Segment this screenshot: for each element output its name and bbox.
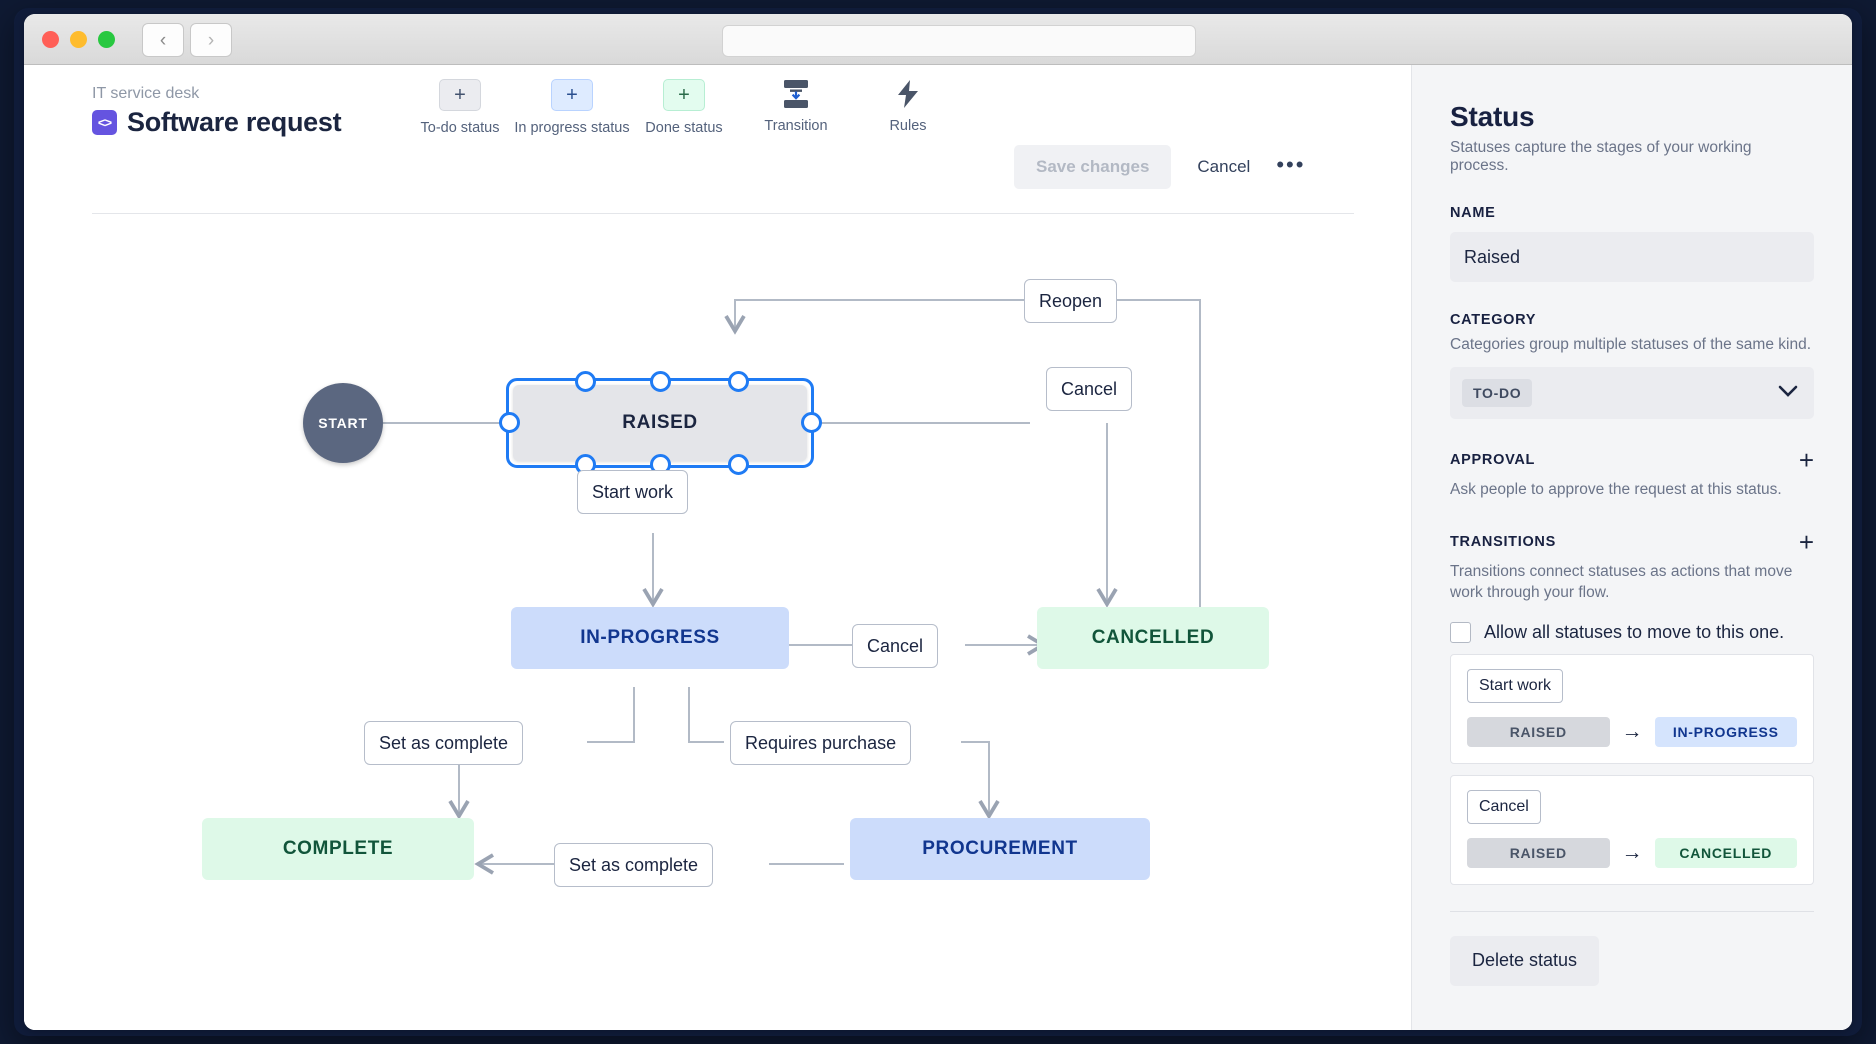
resize-handle-right[interactable] <box>801 412 822 433</box>
code-brackets-icon: <> <box>92 110 117 135</box>
window-controls <box>42 31 115 48</box>
transition-name[interactable]: Start work <box>1467 668 1564 703</box>
allow-all-checkbox[interactable] <box>1450 621 1471 643</box>
tool-rules[interactable]: Rules <box>852 79 964 136</box>
workflow-canvas-area: IT service desk <> Software request + To… <box>24 65 1412 1030</box>
transition-card[interactable]: Start work RAISED → IN-PROGRESS <box>1450 653 1814 764</box>
arrow-right-icon: → <box>1621 841 1643 865</box>
transition-flow: RAISED → CANCELLED <box>1467 837 1797 868</box>
approval-section-header: APPROVAL + <box>1450 447 1814 473</box>
category-field-label: CATEGORY <box>1450 312 1537 328</box>
category-help-text: Categories group multiple statuses of th… <box>1450 336 1811 353</box>
resize-handle-left[interactable] <box>499 412 520 433</box>
breadcrumb: IT service desk <box>92 85 200 102</box>
arrow-right-icon: → <box>1621 720 1643 744</box>
add-transition-icon[interactable]: + <box>1798 526 1814 557</box>
transitions-help-text: Transitions connect statuses as actions … <box>1450 562 1793 601</box>
resize-handle-top-right[interactable] <box>728 371 749 392</box>
allow-all-statuses-row[interactable]: Allow all statuses to move to this one. <box>1450 621 1814 643</box>
delete-status-button[interactable]: Delete status <box>1450 935 1600 986</box>
edge-label-requires-purchase[interactable]: Requires purchase <box>730 721 912 765</box>
node-start[interactable]: START <box>303 383 383 463</box>
minimize-button[interactable] <box>70 31 87 48</box>
status-details-panel: Status Statuses capture the stages of yo… <box>1411 65 1852 1030</box>
more-options-icon[interactable]: ••• <box>1276 152 1306 177</box>
close-button[interactable] <box>42 31 59 48</box>
category-badge: TO-DO <box>1462 378 1533 407</box>
tool-add-todo-status[interactable]: + To-do status <box>404 79 516 136</box>
transition-from-status: RAISED <box>1467 716 1610 747</box>
plus-icon: + <box>439 79 481 111</box>
transition-card[interactable]: Cancel RAISED → CANCELLED <box>1450 774 1814 885</box>
transition-icon <box>779 79 813 109</box>
tool-label: In progress status <box>514 120 630 136</box>
tool-label: Done status <box>645 120 723 136</box>
category-select[interactable]: TO-DO <box>1450 366 1814 419</box>
approval-help-text: Ask people to approve the request at thi… <box>1450 480 1782 498</box>
nav-buttons: ‹ › <box>142 23 232 57</box>
title-bar: ‹ › <box>24 14 1852 65</box>
tool-add-done-status[interactable]: + Done status <box>628 79 740 136</box>
panel-subtitle: Statuses capture the stages of your work… <box>1450 139 1752 174</box>
panel-title: Status <box>1450 101 1535 132</box>
tool-label: Transition <box>764 118 828 134</box>
node-raised[interactable]: RAISED <box>513 385 807 461</box>
page-title: Software request <box>127 107 342 137</box>
resize-handle-bottom-right[interactable] <box>728 454 749 475</box>
plus-icon: + <box>663 79 705 111</box>
resize-handle-top-center[interactable] <box>650 371 671 392</box>
transition-name[interactable]: Cancel <box>1467 789 1541 824</box>
lightning-icon <box>895 79 921 109</box>
chevron-down-icon <box>1778 383 1798 402</box>
status-name-input[interactable]: Raised <box>1450 232 1814 282</box>
node-procurement[interactable]: PROCUREMENT <box>850 818 1150 880</box>
transition-flow: RAISED → IN-PROGRESS <box>1467 716 1797 747</box>
tool-transition[interactable]: Transition <box>740 79 852 136</box>
node-in-progress[interactable]: IN-PROGRESS <box>511 607 789 669</box>
app-header: IT service desk <> Software request + To… <box>24 65 1412 214</box>
transition-from-status: RAISED <box>1467 837 1610 868</box>
node-cancelled[interactable]: CANCELLED <box>1037 607 1269 669</box>
cancel-button[interactable]: Cancel <box>1197 157 1251 176</box>
app-body: IT service desk <> Software request + To… <box>24 65 1852 1030</box>
save-changes-button[interactable]: Save changes <box>1014 145 1172 189</box>
edge-label-cancel-progress[interactable]: Cancel <box>852 624 939 668</box>
transition-to-status: IN-PROGRESS <box>1654 716 1797 747</box>
allow-all-label: Allow all statuses to move to this one. <box>1484 621 1785 642</box>
transitions-section-header: TRANSITIONS + <box>1450 529 1814 555</box>
workflow-diagram: START RAISED IN-PROGRESS CANCELLED COMPL… <box>24 215 1414 1030</box>
tool-label: To-do status <box>420 120 500 136</box>
address-bar[interactable] <box>722 25 1196 57</box>
edge-label-reopen[interactable]: Reopen <box>1024 279 1118 323</box>
zoom-button[interactable] <box>98 31 115 48</box>
add-approval-icon[interactable]: + <box>1798 444 1814 475</box>
forward-icon[interactable]: › <box>190 23 232 57</box>
transitions-label: TRANSITIONS <box>1450 533 1556 550</box>
transition-to-status: CANCELLED <box>1654 837 1797 868</box>
tool-label: Rules <box>889 118 927 134</box>
node-complete[interactable]: COMPLETE <box>202 818 474 880</box>
header-actions: Save changes Cancel ••• <box>1014 145 1305 189</box>
name-field-label: NAME <box>1450 205 1496 221</box>
header-divider <box>92 213 1354 214</box>
page-title-row: <> Software request <box>92 107 342 138</box>
edge-label-set-as-complete-b[interactable]: Set as complete <box>554 843 714 887</box>
tool-add-inprogress-status[interactable]: + In progress status <box>514 79 630 136</box>
edge-label-set-as-complete-a[interactable]: Set as complete <box>364 721 524 765</box>
toolbar: + To-do status + In progress status + Do… <box>404 79 964 136</box>
window-frame: ‹ › IT service desk <> Software request … <box>14 8 1862 1036</box>
panel-divider <box>1450 910 1814 912</box>
edge-label-cancel-raised[interactable]: Cancel <box>1046 367 1133 411</box>
resize-handle-top-left[interactable] <box>575 371 596 392</box>
plus-icon: + <box>551 79 593 111</box>
approval-label: APPROVAL <box>1450 451 1536 468</box>
back-icon[interactable]: ‹ <box>142 23 184 57</box>
browser-window: ‹ › IT service desk <> Software request … <box>24 14 1852 1030</box>
edge-label-start-work[interactable]: Start work <box>577 470 689 514</box>
